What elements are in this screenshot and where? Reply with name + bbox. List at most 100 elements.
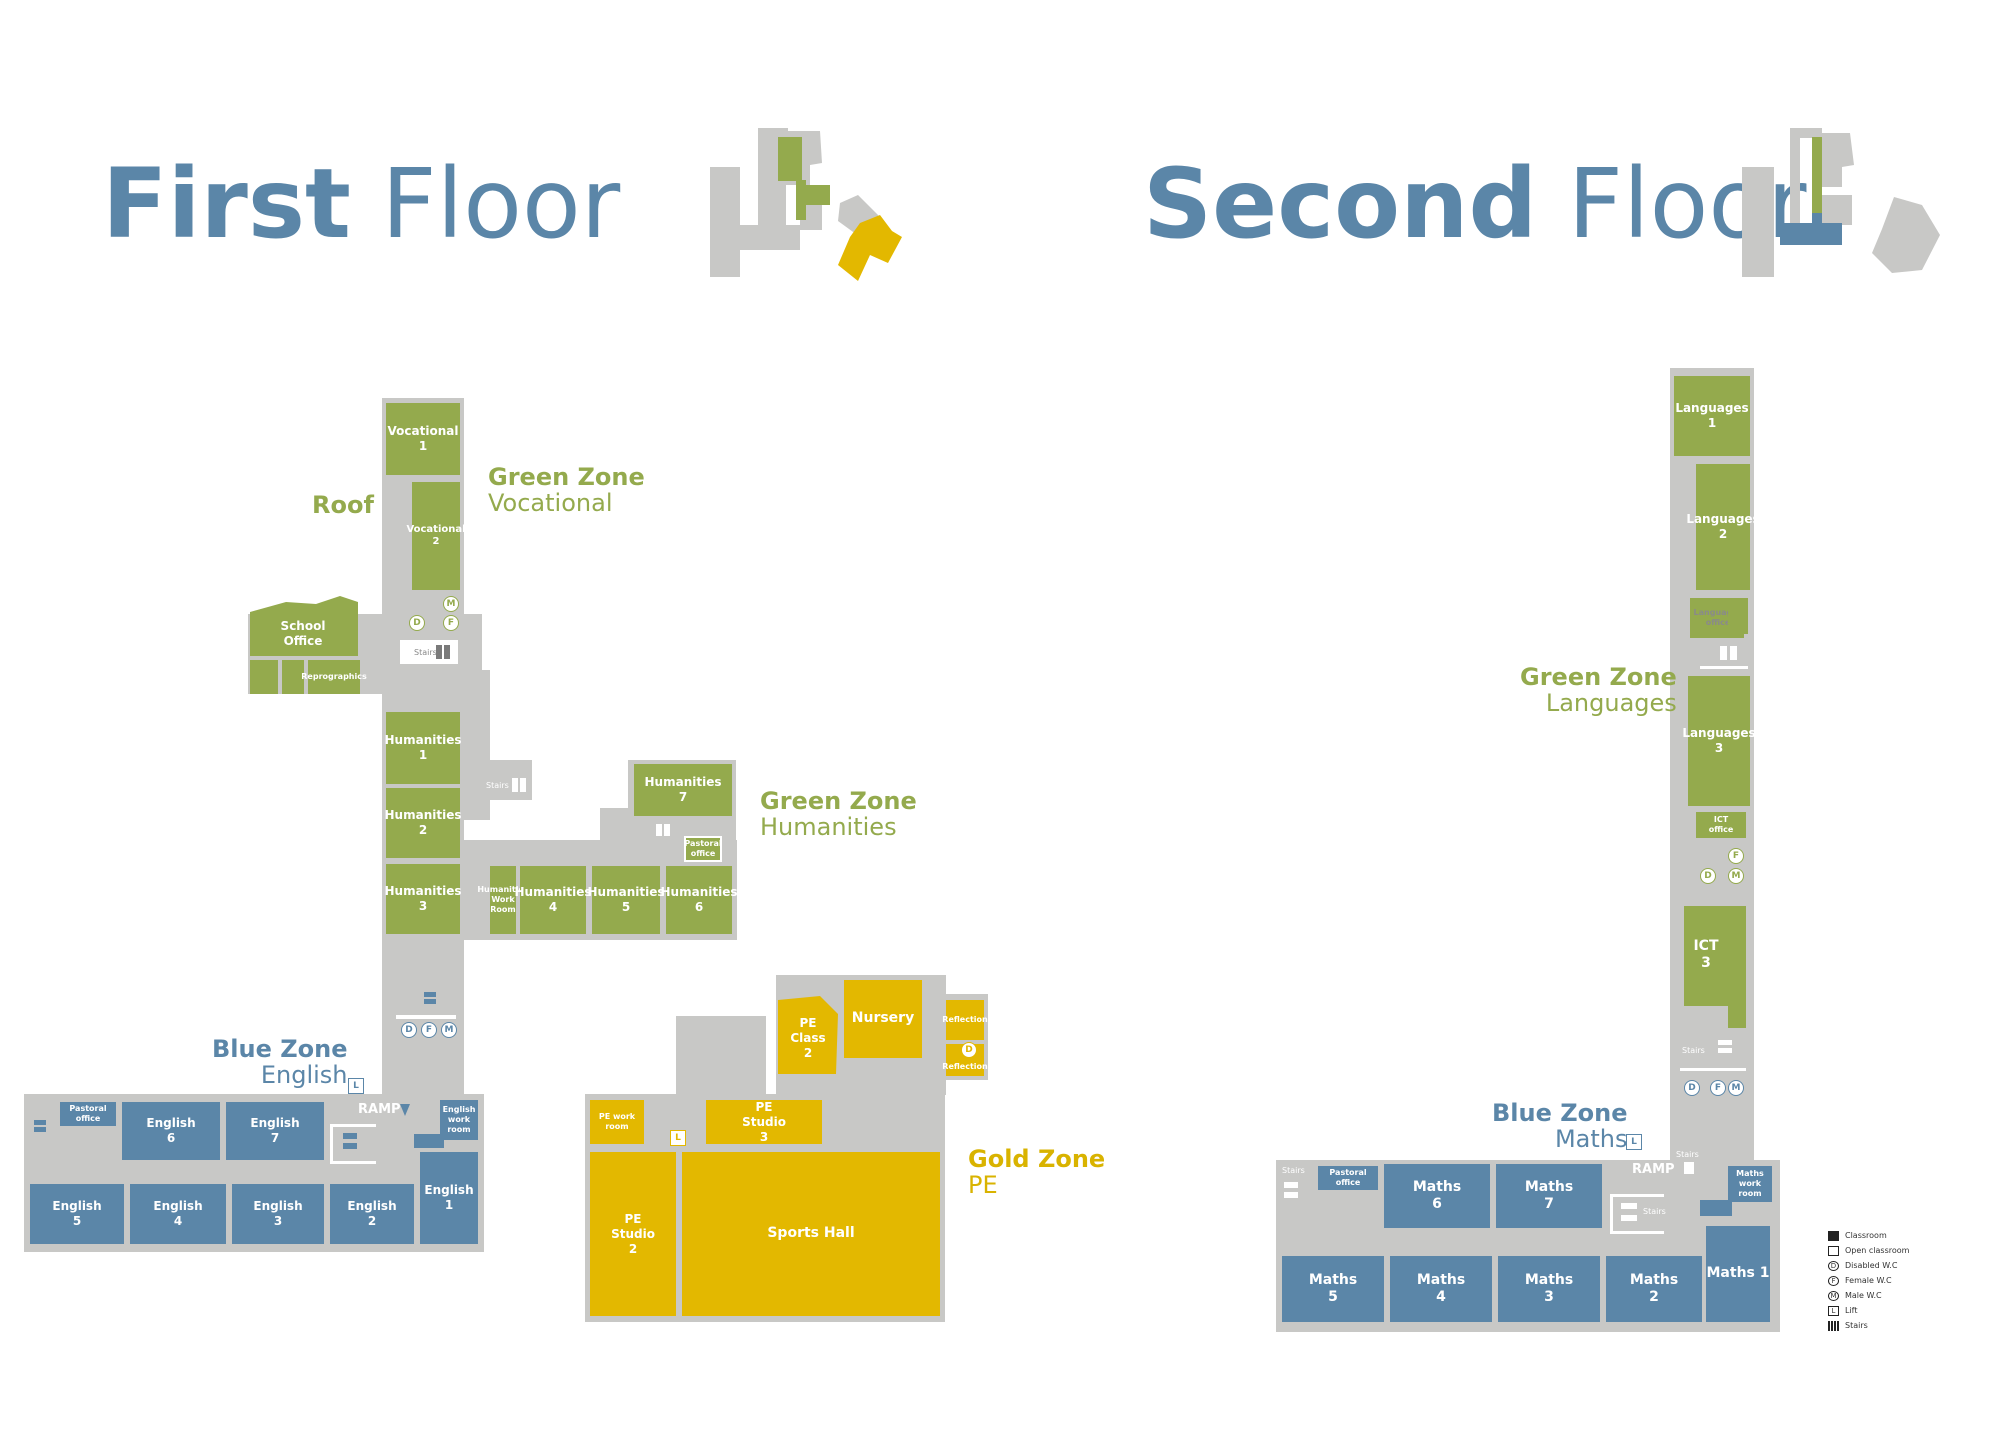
room-languages-2[interactable]: Languages 2 bbox=[1686, 464, 1760, 590]
room-pastoral-office-maths[interactable]: Pastoral office bbox=[1318, 1166, 1378, 1190]
room-humanities-6[interactable]: Humanities 6 bbox=[661, 866, 738, 934]
room-reprographics[interactable]: Reprographics bbox=[301, 660, 367, 694]
legend-label: Open classroom bbox=[1845, 1246, 1910, 1255]
zone-name: Blue Zone bbox=[1492, 1099, 1628, 1127]
room-nursery[interactable]: Nursery bbox=[844, 980, 922, 1058]
legend-item-open-classroom: Open classroom bbox=[1828, 1243, 1909, 1258]
male-wc-icon-languages: M bbox=[1728, 868, 1744, 884]
room-english-4[interactable]: English 4 bbox=[130, 1184, 226, 1244]
zone-name: Green Zone bbox=[488, 463, 645, 491]
legend-swatch-open-classroom bbox=[1828, 1245, 1839, 1256]
stairs-icon-ict: Stairs bbox=[1682, 1036, 1746, 1066]
room-humanities-1[interactable]: Humanities 1 bbox=[385, 712, 462, 784]
room-english-2[interactable]: English 2 bbox=[330, 1184, 414, 1244]
room-pastoral-office-green[interactable]: Pastoral office bbox=[684, 836, 722, 862]
stairs-icon-humanities bbox=[654, 822, 678, 844]
zone-label-blue-english: Blue Zone English bbox=[212, 1036, 348, 1088]
divider-line-languages bbox=[1700, 666, 1748, 669]
stairs-label-maths-well: Stairs bbox=[1643, 1207, 1666, 1216]
room-english-3[interactable]: English 3 bbox=[232, 1184, 324, 1244]
room-vocational-1[interactable]: Vocational 1 bbox=[386, 403, 460, 475]
female-wc-icon-english: F bbox=[421, 1022, 437, 1038]
room-humanities-5[interactable]: Humanities 5 bbox=[588, 866, 665, 934]
room-maths-7[interactable]: Maths 7 bbox=[1496, 1164, 1602, 1228]
legend-label: Stairs bbox=[1845, 1321, 1868, 1330]
legend-item-disabled-wc: D Disabled W.C bbox=[1828, 1258, 1909, 1273]
zone-label-roof: Roof bbox=[312, 491, 374, 519]
room-vocational-2[interactable]: Vocational 2 bbox=[406, 482, 466, 590]
lift-legend-icon: L bbox=[1828, 1305, 1839, 1316]
legend-label: Disabled W.C bbox=[1845, 1261, 1898, 1270]
room-reflection-1[interactable]: Reflection bbox=[942, 1000, 988, 1040]
room-pe-work-room[interactable]: PE work room bbox=[590, 1100, 644, 1144]
male-wc-icon: M bbox=[443, 596, 459, 612]
stairs-icon-english-west bbox=[34, 1118, 50, 1138]
room-maths-1[interactable]: Maths 1 bbox=[1706, 1226, 1770, 1322]
disabled-wc-legend-icon: D bbox=[1828, 1260, 1839, 1271]
room-office-small-1[interactable] bbox=[250, 660, 278, 694]
zone-label-blue-maths: Blue Zone Maths bbox=[1492, 1100, 1628, 1152]
room-humanities-7[interactable]: Humanities 7 bbox=[634, 764, 732, 816]
room-humanities-2[interactable]: Humanities 2 bbox=[385, 788, 462, 858]
room-pe-class-2-label: PE Class 2 bbox=[790, 1015, 826, 1060]
room-pe-studio-3[interactable]: PE Studio 3 bbox=[706, 1100, 822, 1144]
divider-line bbox=[396, 1015, 456, 1019]
stairs-icon: Stairs bbox=[400, 640, 458, 664]
room-sports-hall[interactable]: Sports Hall bbox=[682, 1152, 940, 1316]
room-pastoral-office-english[interactable]: Pastoral office bbox=[60, 1102, 116, 1126]
room-pe-class-2[interactable] bbox=[778, 996, 838, 1074]
room-english-5[interactable]: English 5 bbox=[30, 1184, 124, 1244]
second-title-bold: Second bbox=[1143, 148, 1538, 260]
lift-icon-pe: L bbox=[670, 1130, 686, 1146]
room-office-small-2[interactable] bbox=[282, 660, 304, 694]
legend-label: Classroom bbox=[1845, 1231, 1887, 1240]
room-ict-3[interactable] bbox=[1684, 906, 1746, 1028]
room-maths-2[interactable]: Maths 2 bbox=[1606, 1256, 1702, 1322]
stairs-icon-maths-north: Stairs bbox=[1676, 1150, 1706, 1180]
room-ict-office[interactable]: ICT office bbox=[1696, 812, 1746, 838]
stairs-label-mid: Stairs bbox=[486, 781, 509, 790]
room-english-7[interactable]: English 7 bbox=[226, 1102, 324, 1160]
zone-label-gold-pe: Gold Zone PE bbox=[968, 1146, 1105, 1198]
disabled-wc-icon-pe: D bbox=[961, 1042, 977, 1058]
male-wc-icon-english: M bbox=[441, 1022, 457, 1038]
room-languages-3[interactable]: Languages 3 bbox=[1682, 676, 1756, 806]
legend-swatch-classroom bbox=[1828, 1230, 1839, 1241]
second-floor-key-map bbox=[1742, 128, 1940, 277]
stair-well-english bbox=[330, 1124, 376, 1164]
room-english-6[interactable]: English 6 bbox=[122, 1102, 220, 1160]
room-pe-studio-2[interactable]: PE Studio 2 bbox=[590, 1152, 676, 1316]
first-floor-title: First Floor bbox=[102, 148, 620, 260]
room-humanities-4[interactable]: Humanities 4 bbox=[515, 866, 592, 934]
room-school-office[interactable] bbox=[250, 594, 360, 656]
female-wc-icon-maths: F bbox=[1710, 1080, 1726, 1096]
room-humanities-work-room[interactable]: Humanities Work Room bbox=[477, 866, 529, 934]
room-maths-work-room[interactable]: Maths work room bbox=[1728, 1166, 1772, 1202]
room-maths-4[interactable]: Maths 4 bbox=[1390, 1256, 1492, 1322]
room-english-work-room[interactable]: English work room bbox=[440, 1100, 478, 1140]
room-maths-3[interactable]: Maths 3 bbox=[1498, 1256, 1600, 1322]
disabled-wc-icon-languages: D bbox=[1700, 868, 1716, 884]
female-wc-icon-languages: F bbox=[1728, 848, 1744, 864]
zone-name: Green Zone bbox=[760, 787, 917, 815]
room-humanities-3[interactable]: Humanities 3 bbox=[385, 864, 462, 934]
first-title-bold: First bbox=[102, 148, 351, 260]
room-maths-5[interactable]: Maths 5 bbox=[1282, 1256, 1384, 1322]
stairs-label-maths-north: Stairs bbox=[1676, 1150, 1699, 1159]
disabled-wc-icon: D bbox=[409, 615, 425, 631]
male-wc-legend-icon: M bbox=[1828, 1290, 1839, 1301]
stairs-icon-maths-west: Stairs bbox=[1282, 1166, 1312, 1206]
room-languages-1[interactable]: Languages 1 bbox=[1674, 376, 1750, 456]
zone-label-green-humanities: Green Zone Humanities bbox=[760, 788, 917, 840]
legend-item-stairs: Stairs bbox=[1828, 1318, 1909, 1333]
zone-sub: English bbox=[260, 1061, 348, 1089]
room-english-1[interactable]: English 1 bbox=[420, 1152, 478, 1244]
room-school-office-label: School Office bbox=[280, 619, 326, 648]
disabled-wc-icon-maths: D bbox=[1684, 1080, 1700, 1096]
zone-sub: Maths bbox=[1554, 1125, 1628, 1153]
zone-label-green-languages: Green Zone Languages bbox=[1520, 664, 1677, 716]
room-maths-6[interactable]: Maths 6 bbox=[1384, 1164, 1490, 1228]
